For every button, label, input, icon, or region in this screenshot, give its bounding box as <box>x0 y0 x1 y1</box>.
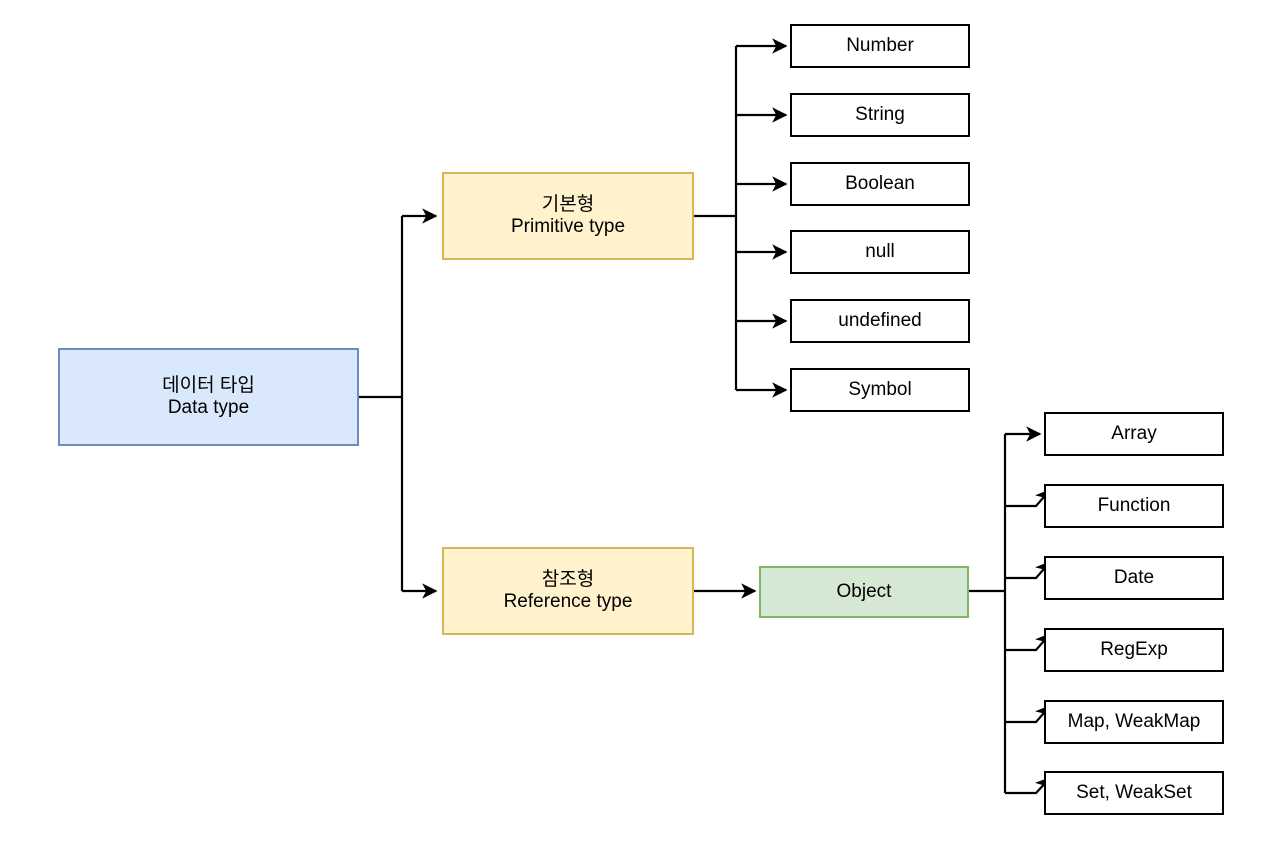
node-regexp-label: RegExp <box>1100 638 1168 660</box>
node-reference-type[interactable]: 참조형 Reference type <box>442 547 694 635</box>
node-array[interactable]: Array <box>1044 412 1224 456</box>
edge-primitive-to-types <box>694 38 788 398</box>
node-symbol-label: Symbol <box>848 378 912 400</box>
node-undefined[interactable]: undefined <box>790 299 970 343</box>
node-data-type[interactable]: 데이터 타입 Data type <box>58 348 359 446</box>
node-number[interactable]: Number <box>790 24 970 68</box>
node-null[interactable]: null <box>790 230 970 274</box>
node-reference-type-label-en: Reference type <box>503 591 633 612</box>
node-function-label: Function <box>1097 494 1171 516</box>
node-boolean-label: Boolean <box>845 172 915 194</box>
node-reference-type-label-ko: 참조형 <box>541 568 595 590</box>
node-null-label: null <box>865 240 895 262</box>
node-set-weakset-label: Set, WeakSet <box>1076 781 1192 803</box>
node-array-label: Array <box>1111 422 1157 444</box>
node-map-weakmap-label: Map, WeakMap <box>1067 710 1201 732</box>
node-set-weakset[interactable]: Set, WeakSet <box>1044 771 1224 815</box>
node-boolean[interactable]: Boolean <box>790 162 970 206</box>
node-number-label: Number <box>846 34 914 56</box>
edge-object-to-subtypes <box>969 426 1052 795</box>
node-primitive-type-label-ko: 기본형 <box>541 193 595 215</box>
node-map-weakmap[interactable]: Map, WeakMap <box>1044 700 1224 744</box>
node-data-type-label-ko: 데이터 타입 <box>162 374 255 396</box>
node-undefined-label: undefined <box>838 309 922 331</box>
node-function[interactable]: Function <box>1044 484 1224 528</box>
node-regexp[interactable]: RegExp <box>1044 628 1224 672</box>
edge-root-to-categories <box>359 208 438 599</box>
node-primitive-type[interactable]: 기본형 Primitive type <box>442 172 694 260</box>
node-string[interactable]: String <box>790 93 970 137</box>
node-object[interactable]: Object <box>759 566 969 618</box>
node-object-label: Object <box>836 580 892 602</box>
node-date[interactable]: Date <box>1044 556 1224 600</box>
node-date-label: Date <box>1113 566 1155 588</box>
node-symbol[interactable]: Symbol <box>790 368 970 412</box>
node-data-type-label-en: Data type <box>167 397 250 418</box>
node-string-label: String <box>855 103 905 125</box>
node-primitive-type-label-en: Primitive type <box>510 216 626 237</box>
